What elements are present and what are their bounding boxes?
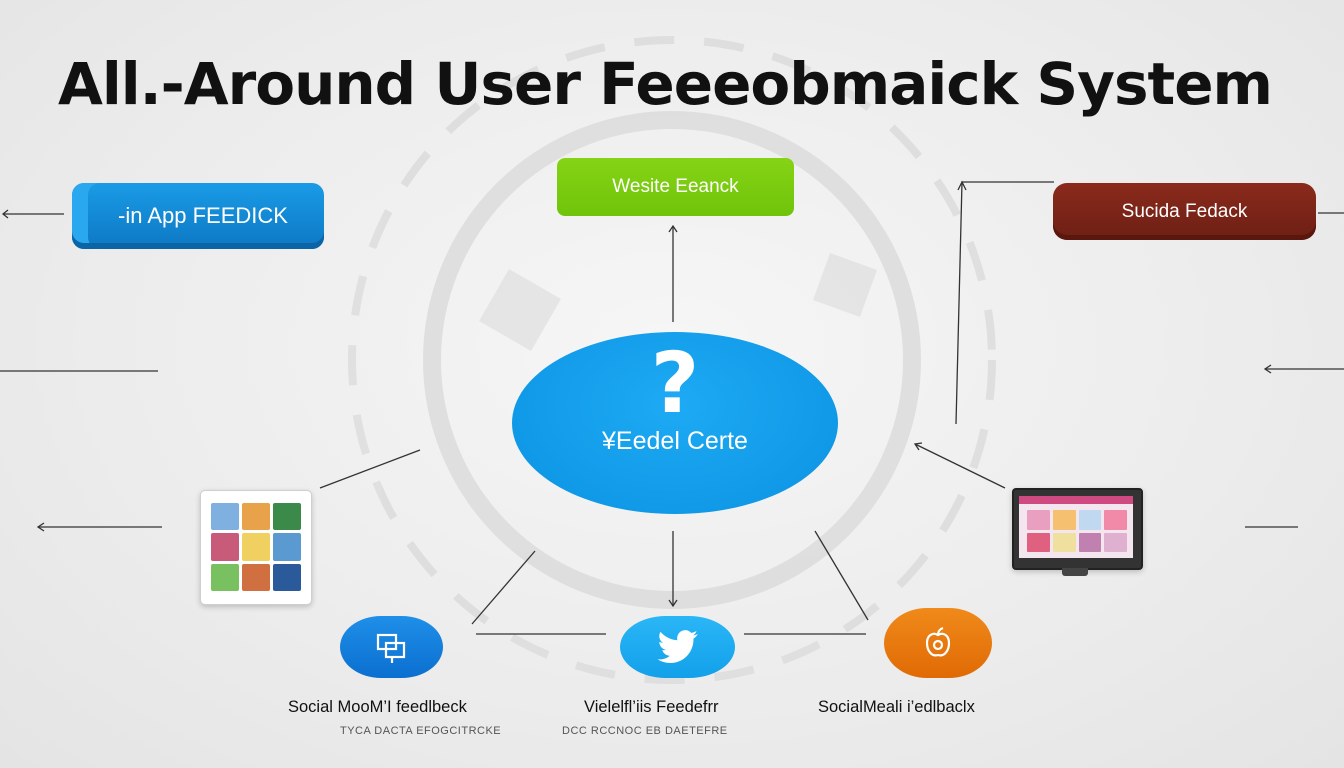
social-media-feedback-left-label: Social MooM’I feedlbeck — [288, 698, 467, 716]
feedback-center-label: ¥Eedel Certe — [602, 427, 748, 455]
social-feedback-node: Sucida Fedack — [1053, 183, 1316, 240]
social-media-feedback-node-left — [340, 616, 443, 678]
monitor-stand — [1062, 568, 1088, 576]
social-media-feedback-left-sublabel: TYCA DACTA EFOGCITRCKE — [340, 725, 502, 737]
line-center-right — [814, 530, 869, 621]
twitter-feedback-node — [620, 616, 735, 678]
question-mark-icon: ? — [650, 334, 700, 432]
social-media-feedback-node-right — [884, 608, 992, 678]
arrowhead-left-top — [1, 209, 9, 219]
line-tablet-center — [319, 449, 421, 489]
in-app-feedback-label: -in App FEEDICK — [118, 203, 288, 228]
line-center-social-top — [955, 181, 1054, 425]
in-app-feedback-node: -in App FEEDICK — [72, 183, 324, 249]
website-feedback-label: Wesite Eeanck — [612, 176, 739, 197]
apple-icon — [925, 626, 951, 657]
line-monitor-center — [914, 443, 1006, 489]
feedback-center-node: ? ¥Eedel Certe — [512, 332, 838, 514]
line-center-left — [471, 550, 536, 625]
social-feedback-label: Sucida Fedack — [1121, 200, 1248, 222]
website-feedback-node: Wesite Eeanck — [557, 158, 794, 216]
social-media-feedback-right-label: SocialMeali i’edlbaclx — [818, 698, 975, 716]
twitter-feedback-sublabel: DCC RCCNOC EB DAETEFRE — [562, 725, 728, 737]
tablet-device-icon — [200, 490, 312, 605]
page-title: All.-Around User Feeeobmaick System — [58, 50, 1273, 118]
chat-bubbles-icon — [376, 633, 405, 663]
twitter-feedback-label: Vielelfl’iis Feedefrr — [584, 698, 719, 716]
desktop-monitor-icon — [1012, 488, 1143, 570]
twitter-bird-icon — [657, 630, 698, 663]
